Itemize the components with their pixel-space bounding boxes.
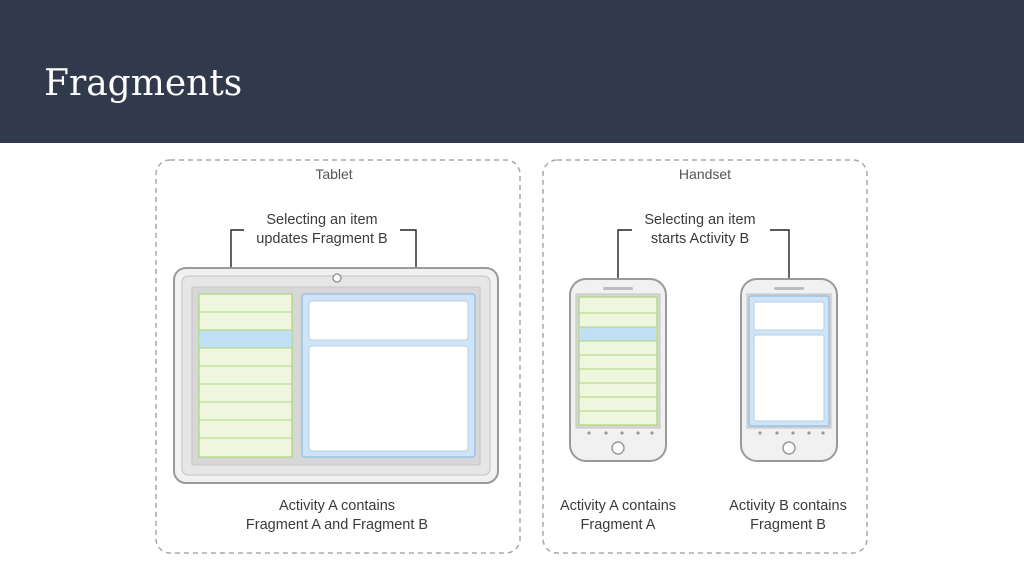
tablet-caption-line-2: Fragment A and Fragment B xyxy=(246,517,428,533)
tablet-panel-border xyxy=(155,159,521,554)
phone-a-list-dividers xyxy=(579,312,657,412)
handset-caption-b-line-2: Fragment B xyxy=(750,517,826,533)
phone-activity-a xyxy=(569,278,667,462)
phone-b-header-box xyxy=(753,301,825,331)
handset-panel-border xyxy=(542,159,868,554)
tablet-callout-line-1: Selecting an item xyxy=(266,212,377,228)
tablet-caption-line-1: Activity A contains xyxy=(279,498,395,514)
handset-caption-a-line-1: Activity A contains xyxy=(560,498,676,514)
handset-callout-line-2: starts Activity B xyxy=(651,231,749,247)
tablet-fragment-a-frame xyxy=(198,293,293,458)
slide-header: Fragments xyxy=(0,0,1024,143)
phone-a-fragment-a xyxy=(578,296,658,426)
tablet-fragment-b-content-box xyxy=(308,345,469,452)
tablet-fragment-b xyxy=(301,293,476,458)
handset-callout-line-1: Selecting an item xyxy=(644,212,755,228)
tablet-callout-line-2: updates Fragment B xyxy=(256,231,387,247)
handset-panel-label: Handset xyxy=(679,166,731,182)
handset-caption-b-line-1: Activity B contains xyxy=(729,498,847,514)
phone-a-home-button xyxy=(611,441,625,455)
tablet-fragment-b-header-box xyxy=(308,300,469,341)
tablet-fragment-a xyxy=(198,293,293,458)
fragments-diagram: Tablet Selecting an item updates Fragmen… xyxy=(155,159,868,554)
tablet-panel-label: Tablet xyxy=(315,166,352,182)
handset-panel: Handset Selecting an item starts Activit… xyxy=(542,159,868,554)
phone-b-content-box xyxy=(753,334,825,422)
tablet-camera-icon xyxy=(332,273,342,283)
phone-a-selected-list-item xyxy=(580,327,656,341)
tablet-selected-list-item xyxy=(200,330,291,348)
handset-callout-left-connector xyxy=(617,229,632,296)
tablet-callout-arrow xyxy=(400,229,417,283)
phone-activity-b xyxy=(740,278,838,462)
tablet-panel: Tablet Selecting an item updates Fragmen… xyxy=(155,159,521,554)
phone-a-speaker xyxy=(603,287,633,290)
phone-a-nav-icons xyxy=(587,431,654,435)
slide-title: Fragments xyxy=(44,63,243,104)
handset-caption-a-line-2: Fragment A xyxy=(581,517,656,533)
tablet-list-dividers xyxy=(199,311,292,439)
phone-b-speaker xyxy=(774,287,804,290)
handset-callout-arrow xyxy=(770,229,790,285)
phone-b-home-button xyxy=(782,441,796,455)
phone-b-nav-icons xyxy=(758,431,825,435)
